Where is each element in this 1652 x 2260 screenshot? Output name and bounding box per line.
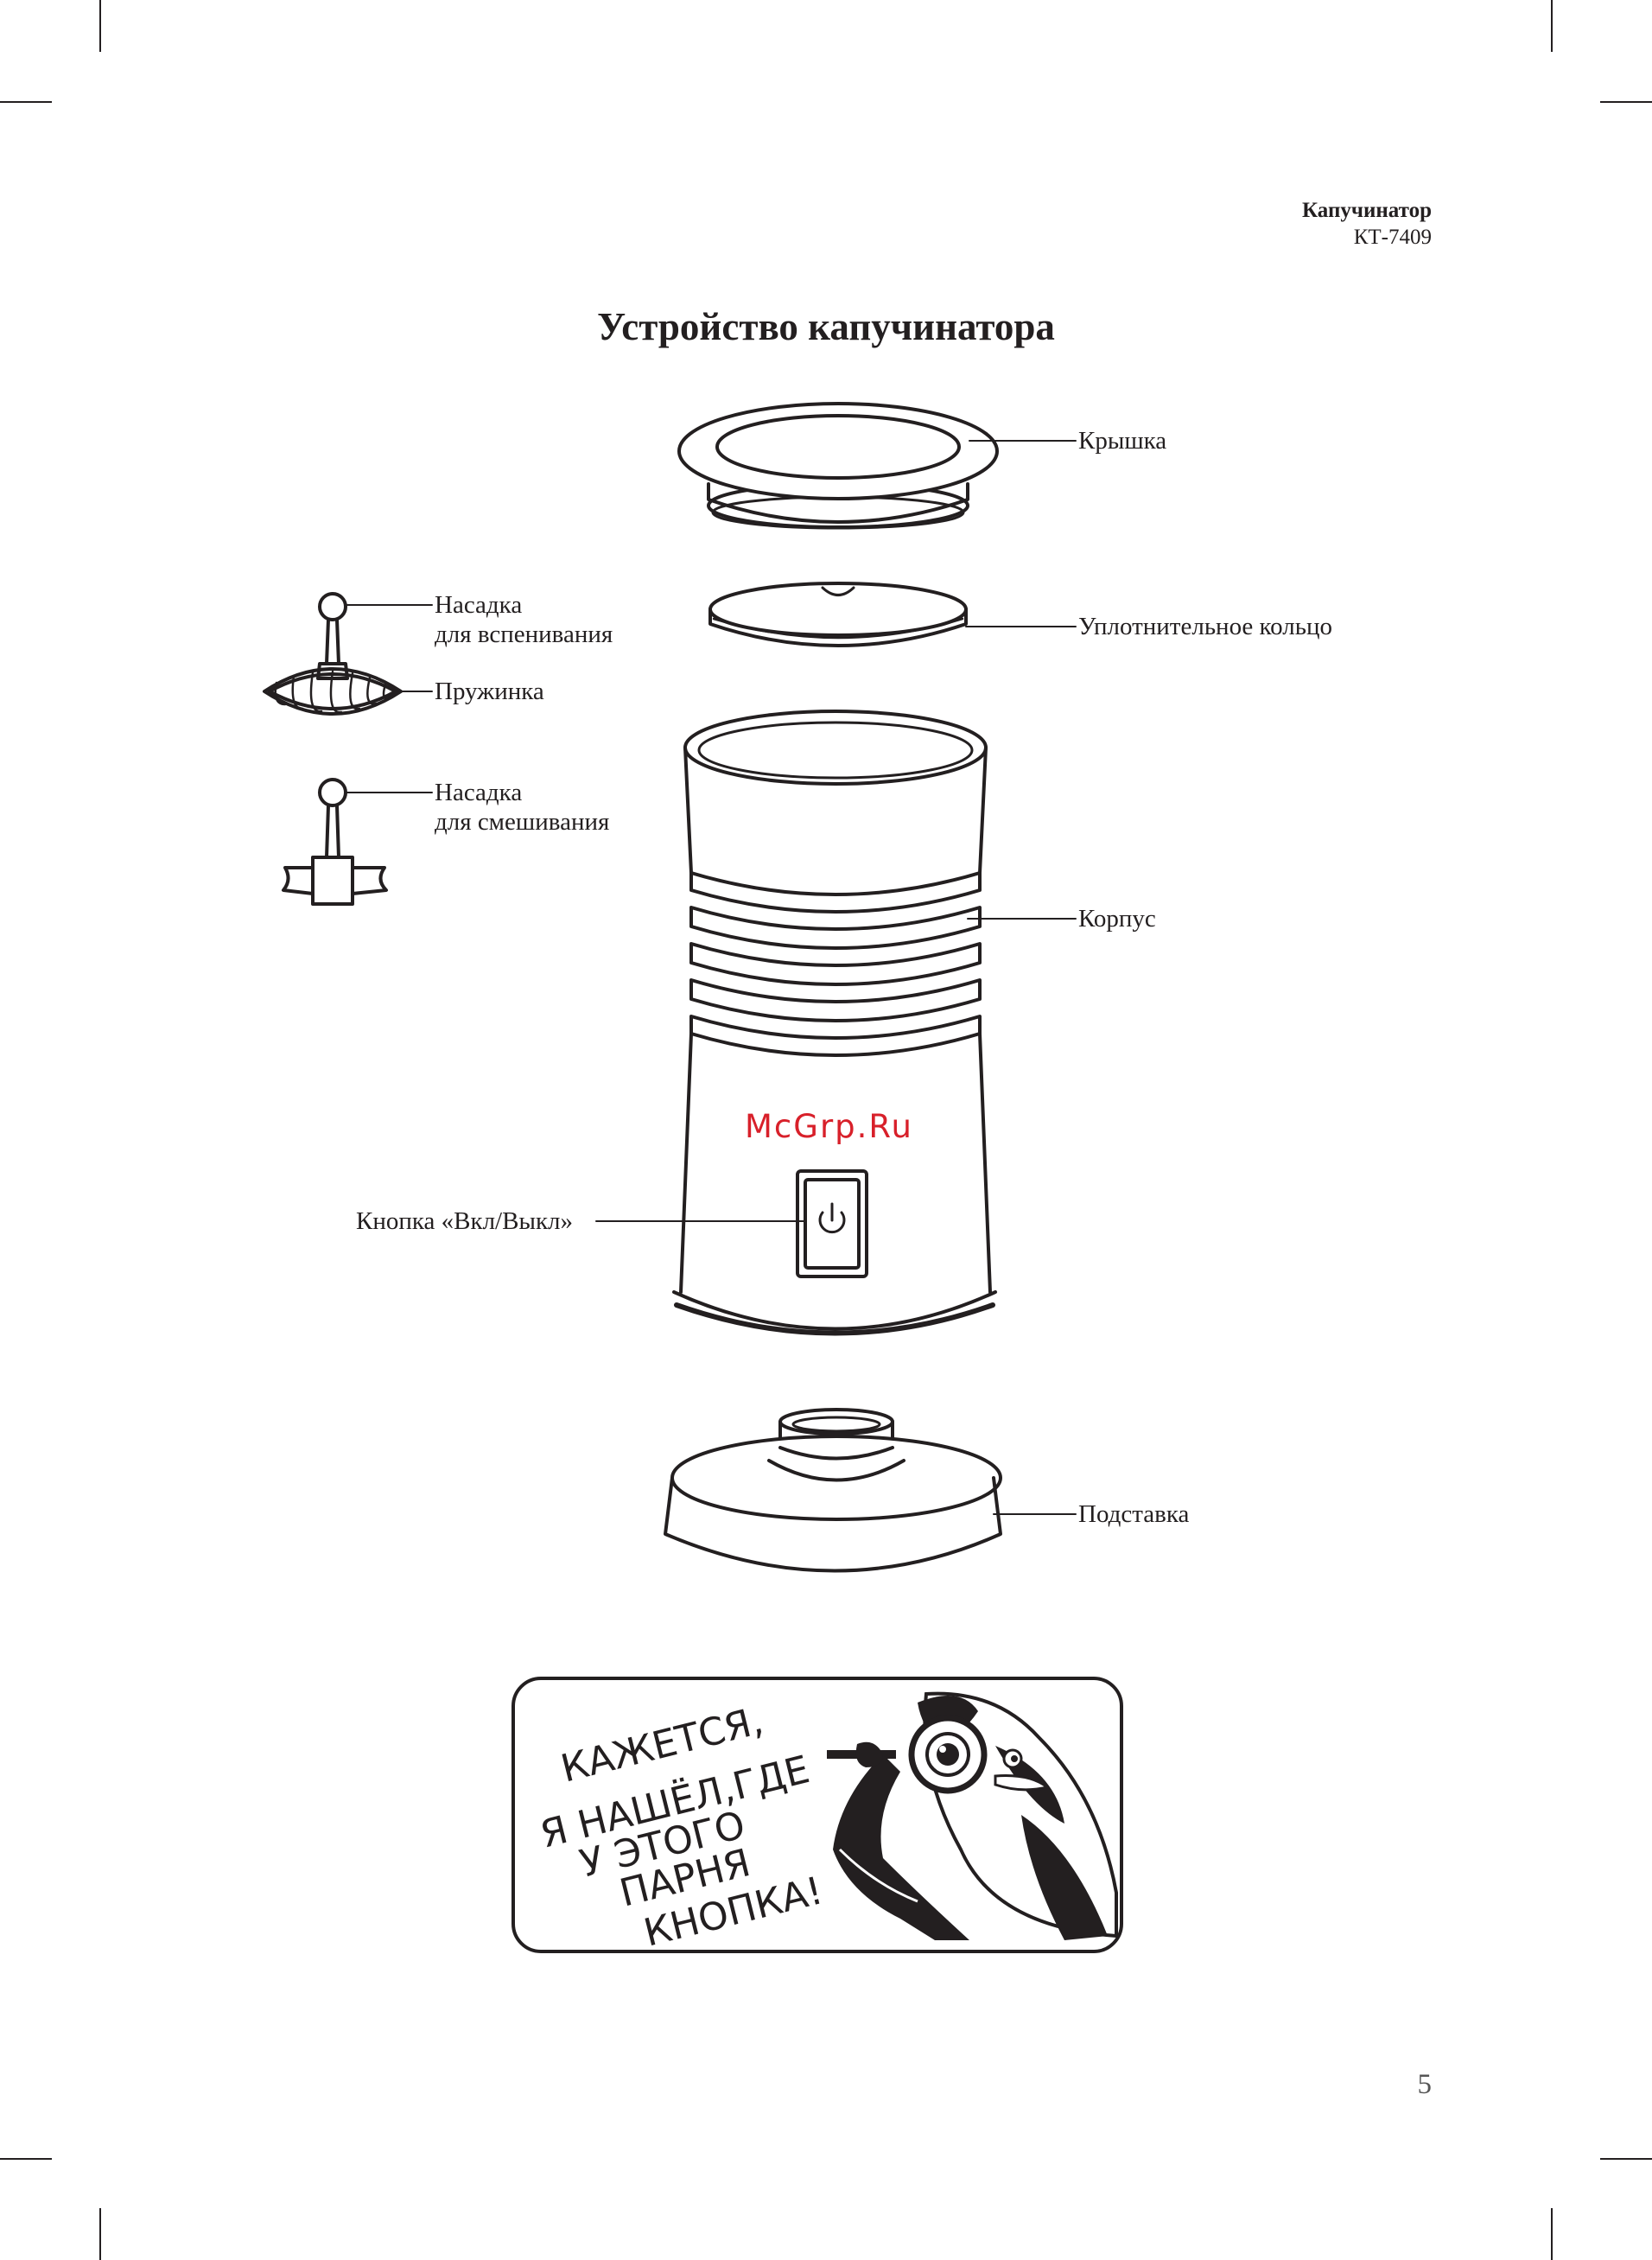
lid-drawing bbox=[679, 404, 997, 528]
label-mixer-attachment: Насадка для смешивания bbox=[435, 778, 609, 837]
mixer-drawing bbox=[283, 780, 386, 904]
comic-panel: КАЖЕТСЯ, Я НАШЁЛ,ГДЕ У ЭТОГО ПАРНЯ КНОПК… bbox=[511, 1677, 1123, 1953]
label-body: Корпус bbox=[1078, 904, 1156, 933]
crop-mark bbox=[99, 2208, 101, 2260]
label-base: Подставка bbox=[1078, 1499, 1189, 1529]
frother-diagram bbox=[0, 0, 1652, 1599]
label-whisk-attachment: Насадка для вспенивания bbox=[435, 590, 613, 649]
body-drawing bbox=[674, 711, 995, 1334]
seal-ring-drawing bbox=[710, 583, 966, 646]
comic-drawing: КАЖЕТСЯ, Я НАШЁЛ,ГДЕ У ЭТОГО ПАРНЯ КНОПК… bbox=[511, 1677, 1123, 1953]
crop-mark bbox=[1551, 2208, 1553, 2260]
whisk-drawing bbox=[264, 594, 401, 714]
label-mixer-line2: для смешивания bbox=[435, 807, 609, 837]
label-spring: Пружинка bbox=[435, 677, 544, 706]
watermark: McGrp.Ru bbox=[745, 1108, 913, 1145]
label-whisk-line2: для вспенивания bbox=[435, 620, 613, 649]
label-power-button: Кнопка «Вкл/Выкл» bbox=[356, 1206, 573, 1236]
crop-mark bbox=[1600, 2158, 1652, 2160]
label-lid: Крышка bbox=[1078, 426, 1166, 455]
label-whisk-line1: Насадка bbox=[435, 590, 613, 620]
base-drawing bbox=[665, 1410, 1001, 1571]
page-number: 5 bbox=[1418, 2069, 1433, 2101]
label-mixer-line1: Насадка bbox=[435, 778, 609, 807]
crop-mark bbox=[0, 2158, 52, 2160]
label-seal-ring: Уплотнительное кольцо bbox=[1078, 612, 1332, 641]
